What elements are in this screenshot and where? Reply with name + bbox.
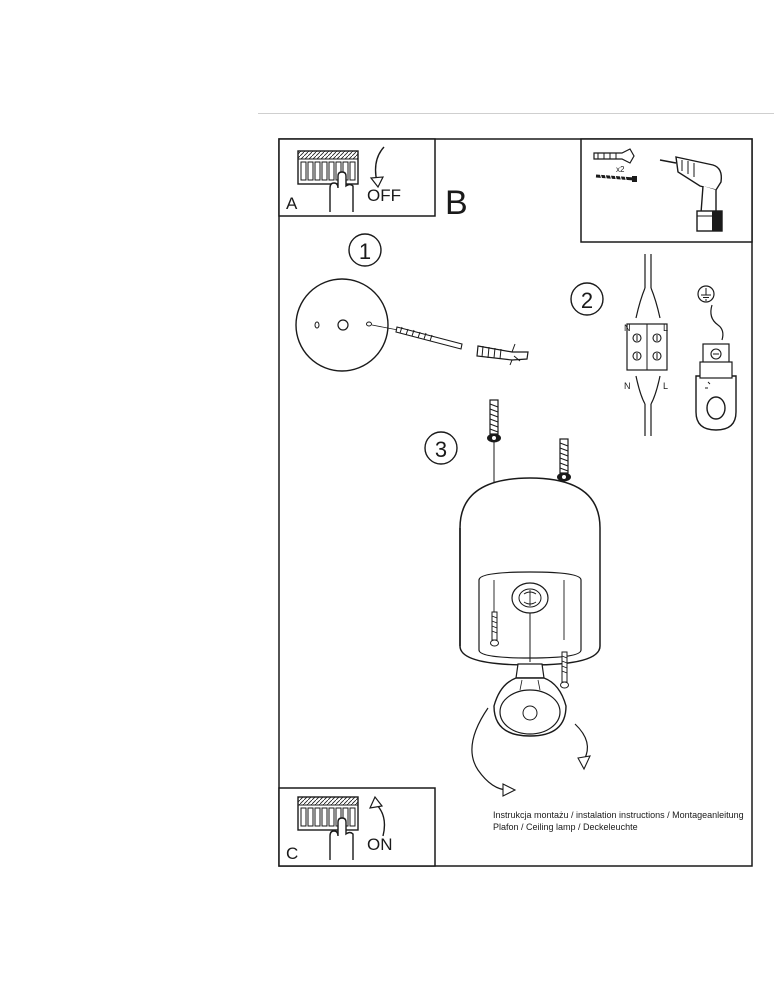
wood-screw-icon — [595, 172, 637, 184]
caption-line-2: Plafon / Ceiling lamp / Deckeleuchte — [493, 822, 638, 832]
wall-plug-step1-icon — [476, 343, 529, 366]
label-live-top: L — [663, 323, 668, 333]
step-1-badge — [348, 233, 382, 267]
hand-icon — [329, 171, 354, 212]
label-neutral-bottom: N — [624, 381, 631, 391]
step-2-number: 2 — [581, 288, 593, 313]
panel-c-letter: C — [286, 844, 298, 863]
panel-a-switch-off: OFF A — [278, 138, 436, 217]
step-1-number: 1 — [359, 239, 371, 264]
panel-b-letter: B — [445, 184, 468, 222]
ceiling-screw-left-icon — [486, 399, 502, 444]
top-divider — [258, 113, 774, 114]
rotate-arrow-icon — [471, 707, 591, 797]
fuse-box-icon — [297, 150, 359, 185]
step-3-lamp-assembly: 3 — [424, 399, 601, 797]
switch-off-label: OFF — [367, 186, 401, 205]
wall-plug-icon — [593, 148, 635, 164]
panel-a-letter: A — [286, 194, 298, 213]
bulb-screw-right-icon — [560, 651, 569, 689]
fuse-box-on-icon — [297, 796, 359, 831]
ceiling-screw-right-icon — [556, 438, 572, 483]
drill-icon — [659, 156, 723, 232]
step-1-ceiling-mount: 1 — [295, 233, 529, 372]
screw-long-icon — [395, 326, 463, 350]
ground-terminal-icon — [695, 343, 737, 431]
step-2-badge — [570, 282, 604, 316]
ground-symbol-icon — [697, 285, 715, 303]
step-2-wiring: 2 N L N L — [570, 254, 737, 436]
panel-c-switch-on: ON C — [278, 787, 436, 867]
bulb-screw-left-icon — [490, 611, 499, 647]
bulb-gu10-icon — [493, 663, 567, 737]
caption-line-1: Instrukcja montażu / instalation instruc… — [493, 810, 744, 820]
terminal-block-icon — [626, 254, 668, 436]
tools-box: x2 — [580, 138, 753, 243]
switch-on-label: ON — [367, 835, 393, 854]
hand-on-icon — [329, 817, 354, 860]
step-3-number: 3 — [435, 437, 447, 462]
label-neutral-top: N — [624, 323, 631, 333]
step-3-badge — [424, 431, 458, 465]
label-live-bottom: L — [663, 381, 668, 391]
quantity-label: x2 — [616, 165, 625, 174]
instruction-frame — [278, 138, 753, 867]
